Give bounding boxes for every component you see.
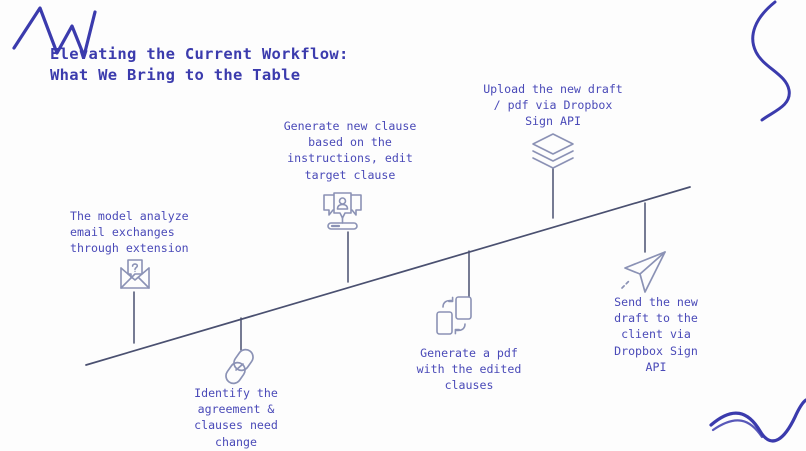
step-label-3: Generate new clause based on the instruc… <box>283 119 417 182</box>
step-label-2: Identify the agreement & clauses need ch… <box>194 386 278 449</box>
document-sync-icon <box>436 296 472 335</box>
chat-bubbles-person-icon <box>323 192 362 230</box>
page-title: Elevating the Current Workflow: What We … <box>50 44 349 86</box>
chain-link-icon <box>225 348 254 385</box>
step-label-4: Generate a pdf with the edited clauses <box>416 346 522 393</box>
wave-bottom-right-secondary <box>711 419 764 439</box>
step-label-5: Upload the new draft / pdf via Dropbox S… <box>483 82 623 129</box>
page-title-line-2: What We Bring to the Table <box>50 66 301 84</box>
email-question-icon <box>120 259 150 289</box>
step-label-6: Send the new draft to the client via Dro… <box>614 295 698 374</box>
paper-plane-send-icon <box>621 251 666 293</box>
ascending-timeline-line <box>85 186 691 366</box>
stacked-layers-icon <box>532 133 574 169</box>
connector-stems <box>133 167 646 351</box>
step-label-1: The model analyze email exchanges throug… <box>70 209 189 256</box>
squiggle-top-right <box>751 0 791 122</box>
page-title-line-1: Elevating the Current Workflow: <box>50 45 349 63</box>
timeline-axis <box>85 186 691 366</box>
wave-bottom-right <box>709 398 806 443</box>
zigzag-top-left <box>12 6 97 58</box>
